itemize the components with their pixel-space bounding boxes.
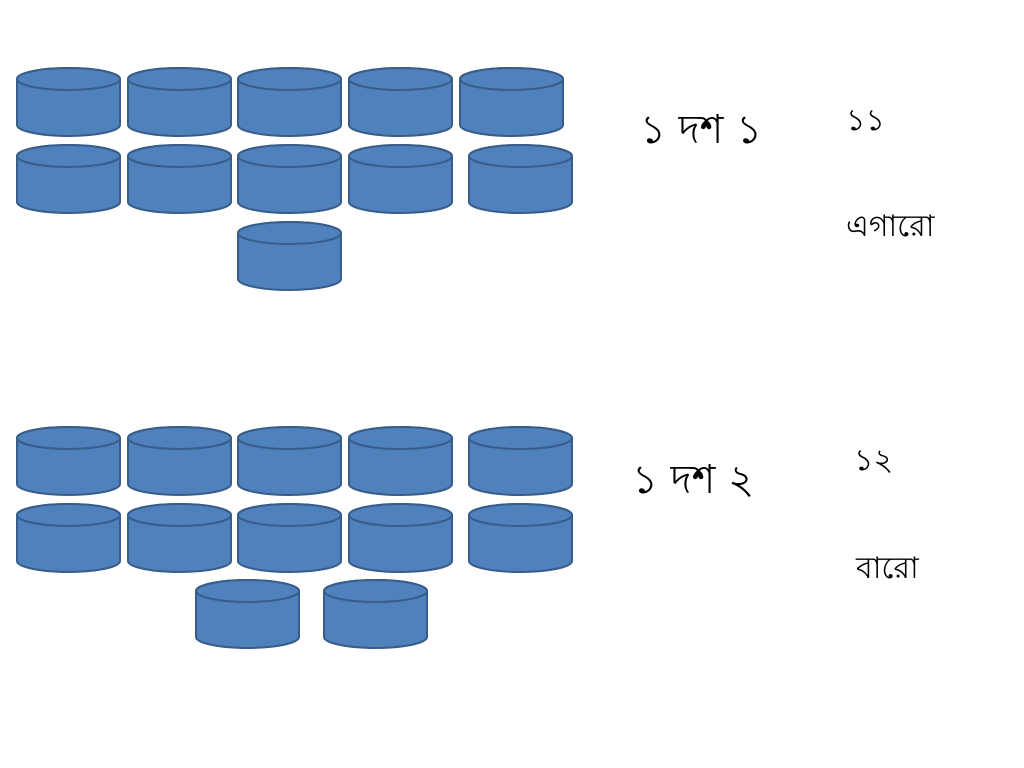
twelve-ten-cylinder: [16, 426, 121, 496]
eleven-ten-cylinder: [348, 67, 453, 137]
twelve-word: বারো: [856, 551, 919, 586]
eleven-ten-cylinder: [468, 144, 573, 214]
eleven-ten-cylinder: [127, 144, 232, 214]
eleven-ten-cylinder: [16, 67, 121, 137]
twelve-one-cylinder: [195, 579, 300, 649]
twelve-ten-cylinder: [237, 426, 342, 496]
twelve-ten-cylinder: [127, 426, 232, 496]
eleven-one-cylinder: [237, 221, 342, 291]
twelve-ten-cylinder: [348, 503, 453, 573]
twelve-ten-cylinder: [468, 503, 573, 573]
twelve-ten-cylinder: [348, 426, 453, 496]
eleven-ten-cylinder: [348, 144, 453, 214]
eleven-ten-cylinder: [237, 144, 342, 214]
twelve-ten-cylinder: [127, 503, 232, 573]
twelve-decomposition: ১ দশ ২: [632, 457, 755, 503]
twelve-ten-cylinder: [237, 503, 342, 573]
eleven-numeral: ১১: [846, 103, 885, 138]
eleven-decomposition: ১ দশ ১: [640, 107, 763, 153]
eleven-ten-cylinder: [459, 67, 564, 137]
eleven-ten-cylinder: [127, 67, 232, 137]
twelve-numeral: ১২: [854, 443, 893, 478]
eleven-ten-cylinder: [16, 144, 121, 214]
twelve-one-cylinder: [323, 579, 428, 649]
twelve-ten-cylinder: [16, 503, 121, 573]
eleven-ten-cylinder: [237, 67, 342, 137]
twelve-ten-cylinder: [468, 426, 573, 496]
eleven-word: এগারো: [846, 209, 935, 244]
